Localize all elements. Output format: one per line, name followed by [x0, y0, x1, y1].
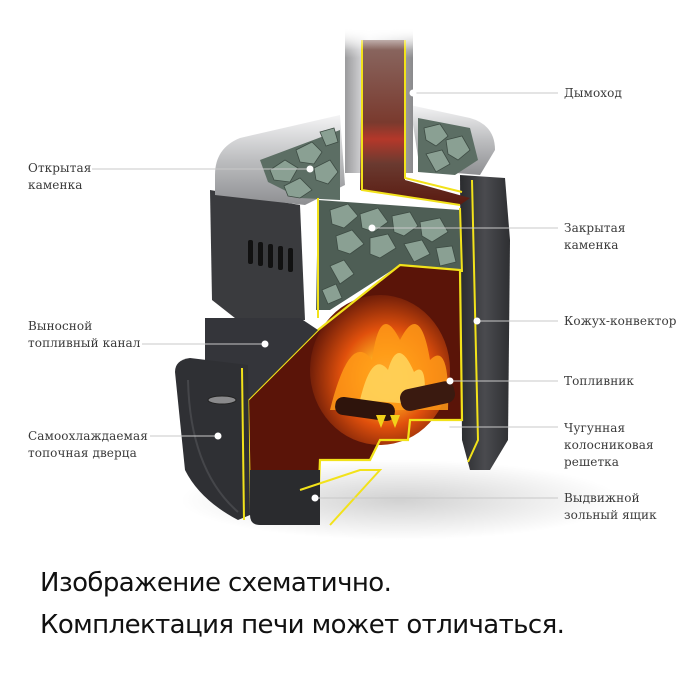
- grate-teeth: [376, 415, 400, 428]
- label-firebox: Топливник: [564, 374, 634, 388]
- ash-drawer-shape: [250, 470, 320, 525]
- caption-line-1: Изображение схематично.: [40, 568, 392, 598]
- leader-lines: [92, 92, 558, 499]
- label-ash-drawer: Выдвижной зольный ящик: [564, 491, 657, 522]
- label-convector-casing: Кожух-конвектор: [564, 314, 677, 328]
- label-self-cooling-door: Самоохлаждаемая топочная дверца: [28, 429, 148, 460]
- leader-dots: [214, 89, 481, 502]
- label-remote-fuel-channel: Выносной топливный канал: [28, 319, 141, 350]
- smoke-channel: [360, 40, 470, 205]
- label-cast-iron-grate: Чугунная колосниковая решетка: [564, 421, 654, 469]
- door-logo: [207, 395, 237, 405]
- label-chimney: Дымоход: [564, 86, 622, 100]
- stove-body-left: [210, 190, 305, 322]
- caption-line-2: Комплектация печи может отличаться.: [40, 610, 565, 640]
- open-stones-shape: [260, 118, 478, 200]
- disclaimer-caption: Изображение схематично. Комплектация печ…: [40, 562, 565, 646]
- firewood-log: [399, 381, 456, 411]
- label-open-stones: Открытая каменка: [28, 161, 92, 192]
- label-closed-stones: Закрытая каменка: [564, 221, 626, 252]
- vent-slots: [248, 240, 293, 272]
- convector-casing-shape: [460, 175, 510, 470]
